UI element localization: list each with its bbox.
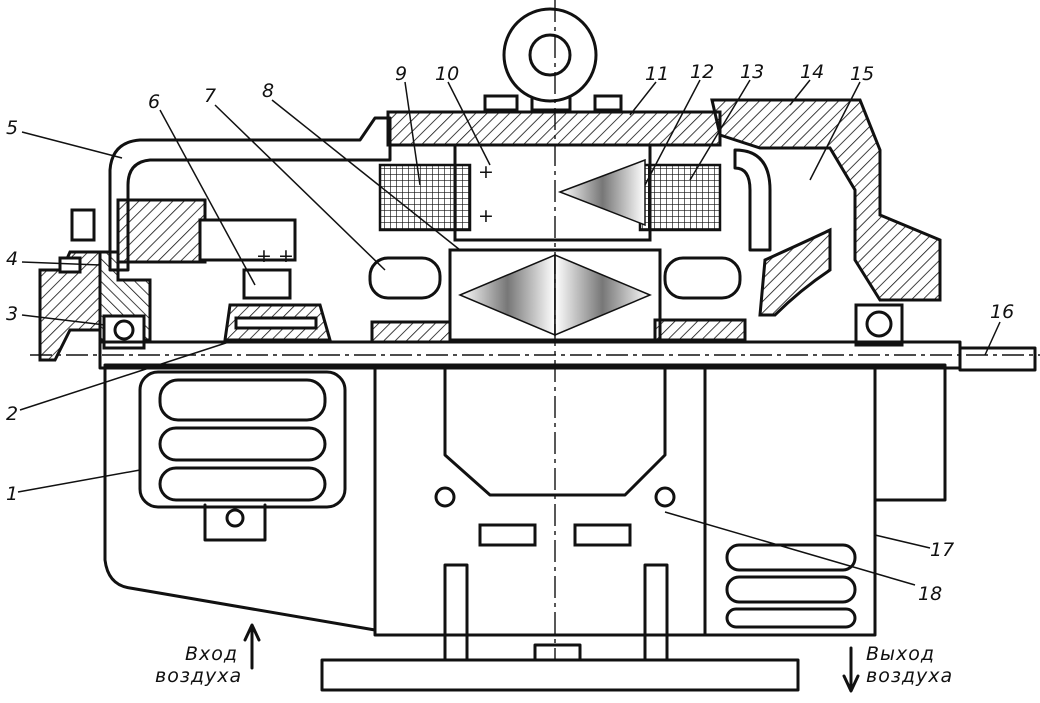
callout-5: 5 [6, 117, 18, 139]
air-outlet-caption: Выход воздуха [842, 643, 953, 693]
callout-15: 15 [850, 63, 874, 85]
main-housing-lower [373, 363, 707, 662]
inlet-box [103, 363, 377, 632]
air-inlet-label-line1: Вход [185, 643, 238, 665]
callout-10: 10 [435, 63, 459, 85]
air-inlet-caption: Вход воздуха [155, 623, 261, 687]
callout-9: 9 [395, 63, 407, 85]
callout-7: 7 [204, 85, 216, 107]
air-outlet-arrow-icon [842, 646, 860, 693]
callout-13: 13 [740, 61, 764, 83]
callout-3: 3 [6, 303, 18, 325]
callout-2: 2 [6, 403, 18, 425]
outlet-box [703, 363, 947, 637]
callout-11: 11 [645, 63, 669, 85]
air-inlet-label-line2: воздуха [155, 665, 242, 687]
svg-text:+: + [478, 205, 494, 227]
commutator [223, 303, 332, 342]
callout-14: 14 [800, 61, 824, 83]
svg-text:+ +: + + [256, 245, 294, 267]
frame-top [386, 94, 942, 302]
stator-pole-and-windings: + + [378, 143, 722, 242]
leader-lines [17, 79, 1001, 586]
callout-numbers: 1 2 3 4 5 6 7 8 9 10 11 12 13 14 15 16 1… [6, 61, 1014, 605]
callout-12: 12 [690, 61, 714, 83]
fan [733, 148, 832, 317]
callout-8: 8 [262, 80, 274, 102]
lifting-eye [502, 7, 598, 112]
air-inlet-arrow-icon [243, 623, 261, 670]
callout-4: 4 [6, 248, 18, 270]
air-outlet-label-line1: Выход [866, 643, 935, 665]
callout-6: 6 [148, 91, 160, 113]
callout-1: 1 [6, 483, 18, 505]
armature-core [368, 248, 747, 344]
callout-17: 17 [930, 539, 954, 561]
callout-18: 18 [918, 583, 942, 605]
right-bearing [854, 303, 904, 347]
svg-text:+: + [478, 161, 494, 183]
base-plate [320, 643, 800, 692]
callout-16: 16 [990, 301, 1014, 323]
brush-holder: + + [116, 198, 297, 300]
air-outlet-label-line2: воздуха [866, 665, 953, 687]
